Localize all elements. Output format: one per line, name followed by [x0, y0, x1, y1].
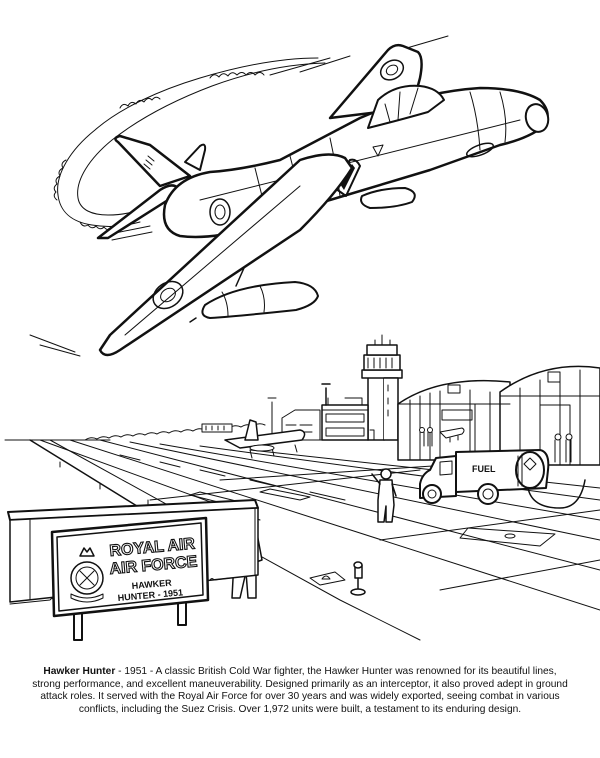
- raf-sign: ROYAL AIR AIR FORCE HAWKER HUNTER - 1951: [50, 516, 210, 641]
- sign-subtitle-line1: HAWKER: [131, 578, 172, 591]
- hawker-hunter-aircraft: [96, 43, 550, 357]
- caption-aircraft-name: Hawker Hunter: [43, 666, 116, 677]
- caption-paragraph: Hawker Hunter - 1951 - A classic British…: [28, 666, 572, 716]
- coloring-illustration: FUEL ROYAL AIR AIR FORCE HAW: [4, 35, 600, 641]
- fuel-truck-label: FUEL: [472, 464, 496, 474]
- control-tower: [361, 334, 403, 441]
- fuel-truck: FUEL: [419, 449, 586, 509]
- raf-crest-emblem: [70, 547, 104, 603]
- runway-beacon: [309, 561, 366, 596]
- hangars: [397, 365, 600, 466]
- parked-jet: [224, 419, 465, 459]
- caption-description: - 1951 - A classic British Cold War figh…: [32, 666, 568, 715]
